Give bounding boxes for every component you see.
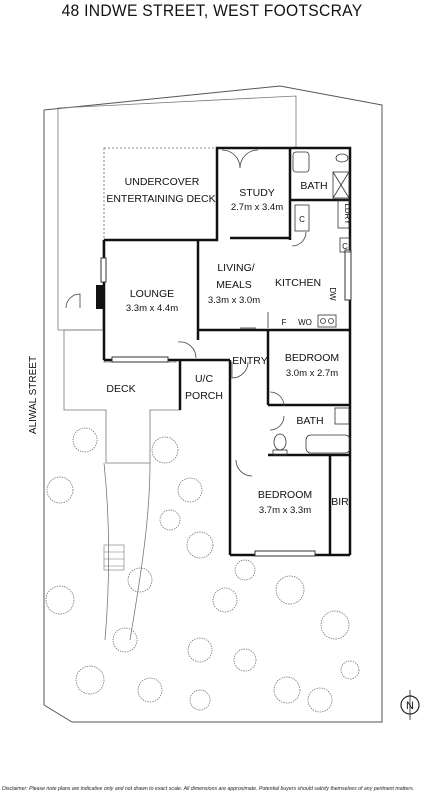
north-compass [400, 690, 420, 720]
kitchen-label: KITCHEN [275, 277, 321, 289]
undercover-label-1: UNDERCOVER [125, 176, 200, 188]
cupboard-label-1: C [299, 215, 305, 224]
lounge-dim: 3.3m x 4.4m [126, 303, 178, 314]
garden-trees [45, 427, 360, 713]
bedroom1-label: BEDROOM [285, 352, 339, 364]
lounge-label: LOUNGE [130, 288, 174, 300]
undercover-label-2: ENTERTAINING DECK [106, 193, 215, 205]
garden-outline [57, 95, 297, 331]
fixtures [240, 151, 351, 456]
fridge-label: F [282, 318, 287, 327]
bath2-label: BATH [296, 415, 323, 427]
living-dim: 3.3m x 3.0m [208, 295, 260, 306]
property-boundary [43, 85, 383, 723]
doors [65, 149, 307, 477]
study-label: STUDY [239, 187, 275, 199]
bir-label: BIR [331, 496, 349, 508]
deck-label: DECK [106, 383, 135, 395]
fireplace [96, 285, 105, 309]
porch-label-1: U/C [195, 373, 214, 385]
bedroom2-dim: 3.7m x 3.3m [259, 505, 311, 516]
entry-label: ENTRY [232, 355, 267, 367]
dishwasher-label: DW [328, 287, 337, 301]
living-label-1: LIVING/ [217, 262, 254, 274]
disclaimer: Disclaimer: Please note plans are indica… [2, 786, 415, 792]
laundry-label: LDRY [343, 203, 352, 225]
street-label: ALIWAL STREET [28, 356, 39, 434]
bedroom2-label: BEDROOM [258, 489, 312, 501]
study-dim: 2.7m x 3.4m [231, 202, 283, 213]
windows [100, 249, 352, 557]
cupboard-label-2: C [342, 242, 348, 251]
deck-outline [63, 329, 181, 464]
bath-top-label: BATH [300, 180, 327, 192]
compass-letter: N [406, 700, 414, 712]
porch-label-2: PORCH [185, 390, 223, 402]
living-label-2: MEALS [216, 279, 252, 291]
driveway [103, 462, 151, 641]
bedroom1-dim: 3.0m x 2.7m [286, 368, 338, 379]
wall-oven-label: WO [298, 318, 312, 327]
brick-paving [103, 544, 125, 571]
plan-title: 48 INDWE STREET, WEST FOOTSCRAY [61, 1, 363, 20]
